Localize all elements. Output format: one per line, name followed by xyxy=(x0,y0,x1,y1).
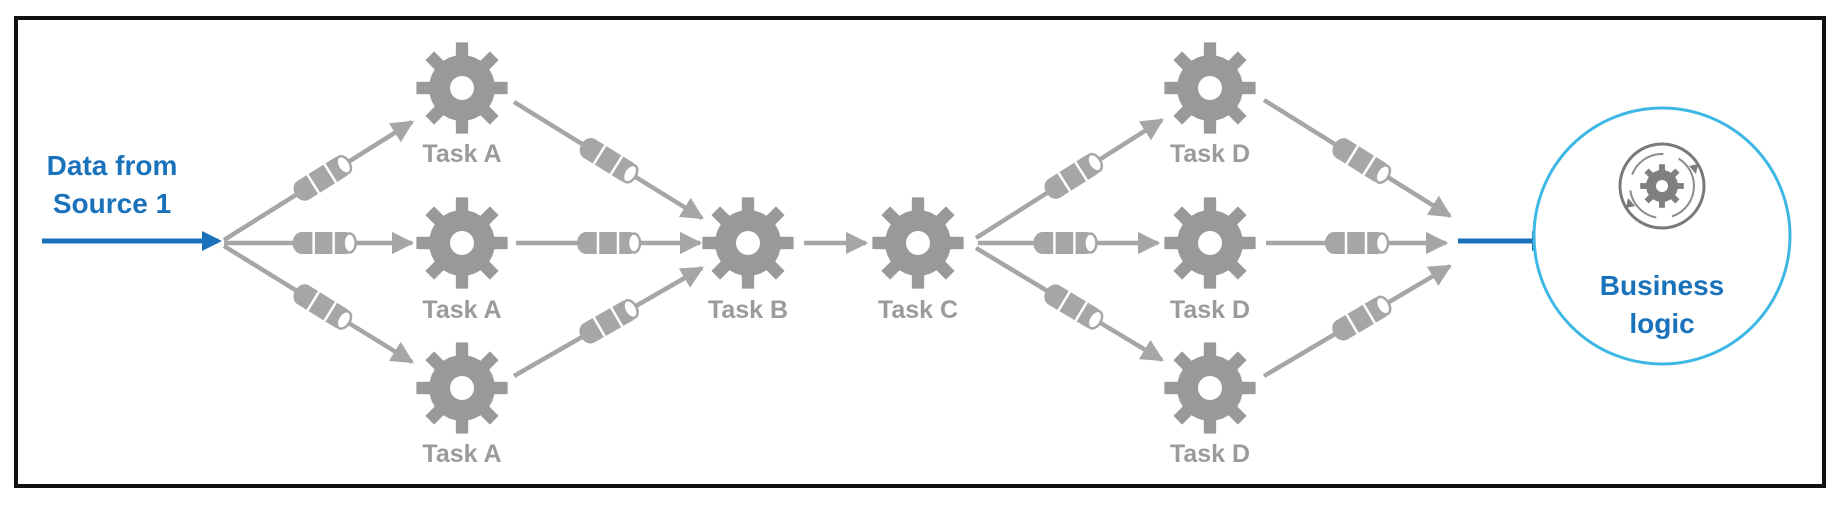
task-d-top-gear-icon xyxy=(1164,42,1256,134)
task-c-to-task-d-bottom-queue xyxy=(1044,284,1104,330)
task-a-middle-label: Task A xyxy=(422,296,502,324)
task-b-label: Task B xyxy=(707,296,789,324)
business-logic-gear-icon xyxy=(1640,164,1684,208)
business-logic-node xyxy=(1532,106,1792,366)
task-a-top-gear-icon xyxy=(416,42,508,134)
business-logic-label-line2: logic xyxy=(1629,308,1695,339)
business-logic-circle xyxy=(1532,106,1792,366)
task-c-to-task-d-top-queue xyxy=(1044,152,1104,199)
task-a-middle-to-task-b-queue xyxy=(577,232,642,254)
task-d-middle-label: Task D xyxy=(1169,296,1251,324)
task-a-middle-gear-icon xyxy=(416,197,508,289)
task-d-top-label: Task D xyxy=(1169,140,1251,168)
task-a-top-label: Task A xyxy=(422,140,502,168)
task-c-label: Task C xyxy=(877,296,959,324)
source-label-line2: Source 1 xyxy=(52,188,172,219)
queue-layer xyxy=(292,137,1392,344)
source-label-line1: Data from xyxy=(46,150,178,181)
task-d-middle-gear-icon xyxy=(1164,197,1256,289)
task-c-gear-icon xyxy=(872,197,964,289)
cycle-arrows-icon xyxy=(1618,142,1706,230)
task-d-bottom-gear-icon xyxy=(1164,342,1256,434)
task-a-top-to-task-b-queue xyxy=(579,137,639,184)
task-b-gear-icon xyxy=(702,197,794,289)
source-to-task-a-middle-queue xyxy=(292,232,357,254)
connector-layer xyxy=(42,98,1552,378)
task-a-bottom-gear-icon xyxy=(416,342,508,434)
source-to-task-a-top-queue xyxy=(293,154,353,201)
task-a-bottom-to-task-b-queue xyxy=(579,299,639,344)
task-d-middle-to-merge-queue xyxy=(1325,232,1390,254)
task-d-top-to-merge-queue xyxy=(1332,138,1392,184)
task-c-to-task-d-middle-queue xyxy=(1033,232,1098,254)
source-to-task-a-bottom-queue xyxy=(293,284,353,330)
task-a-bottom-label: Task A xyxy=(422,440,502,468)
gear-layer xyxy=(416,42,1256,434)
task-d-bottom-to-merge-queue xyxy=(1332,295,1392,341)
business-logic-label-line1: Business xyxy=(1599,270,1725,301)
task-d-bottom-label: Task D xyxy=(1169,440,1251,468)
diagram-frame xyxy=(14,16,1826,488)
